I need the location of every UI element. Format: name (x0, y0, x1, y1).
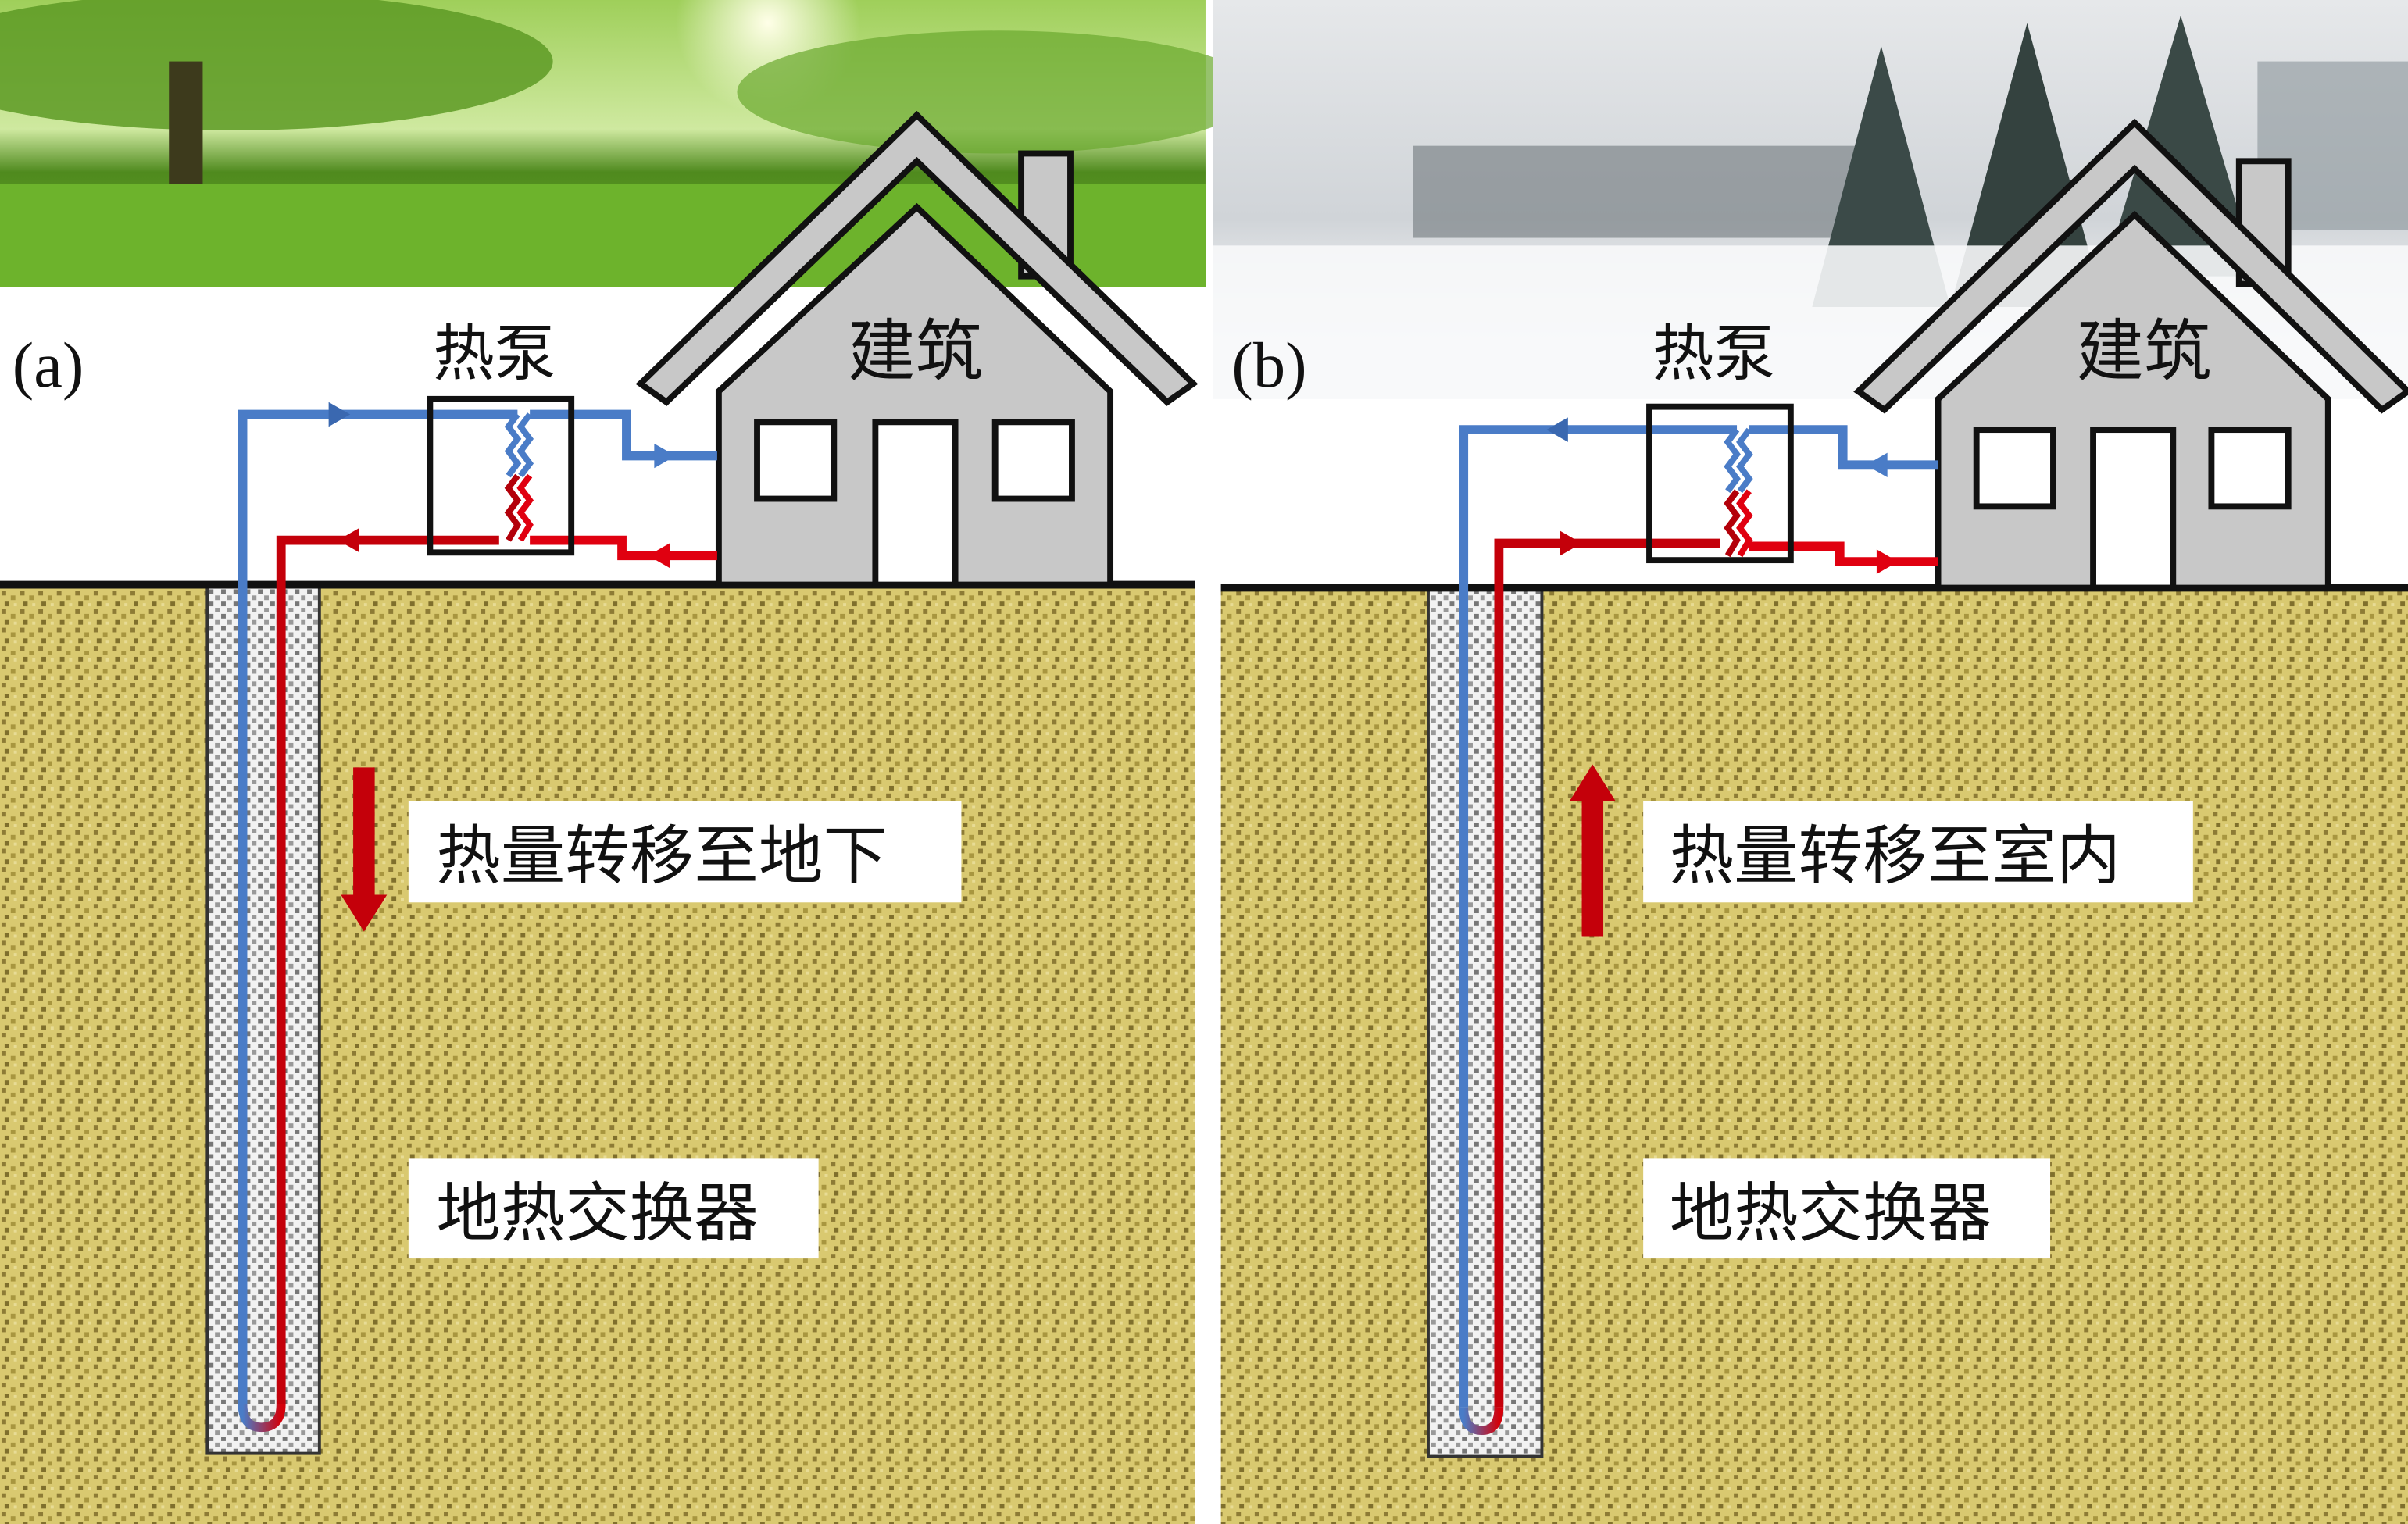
exchanger-label: 地热交换器 (436, 1176, 759, 1251)
panel-label: (a) (13, 329, 84, 401)
borehole (205, 583, 321, 1455)
borehole (1427, 586, 1544, 1458)
building-label: 建筑 (2076, 312, 2211, 391)
heat-pump-box (427, 395, 575, 556)
building-label: 建筑 (848, 312, 983, 391)
soil (1220, 591, 2408, 1524)
transfer-label: 热量转移至室内 (1670, 819, 2121, 894)
heat-pump-label: 热泵 (1652, 317, 1775, 389)
soil (0, 587, 1195, 1524)
building (1853, 118, 2408, 591)
exchanger-label: 地热交换器 (1670, 1176, 1992, 1251)
heat-pump-box (1646, 403, 1794, 564)
panel-label: (b) (1231, 329, 1306, 401)
pipe-loop (238, 402, 717, 1433)
heat-down-arrow-icon (341, 767, 388, 932)
heat-pump-label: 热泵 (433, 317, 556, 389)
transfer-label: 热量转移至地下 (436, 819, 888, 894)
panel-b: (b) 热泵 建筑 热量转移至室内 地热交换器 (1213, 0, 2408, 1524)
building (635, 110, 1199, 588)
panel-a: (a) 热泵 建筑 热量转移至地下 地热交换器 (0, 0, 1259, 1524)
heat-up-arrow-icon (1569, 764, 1616, 937)
